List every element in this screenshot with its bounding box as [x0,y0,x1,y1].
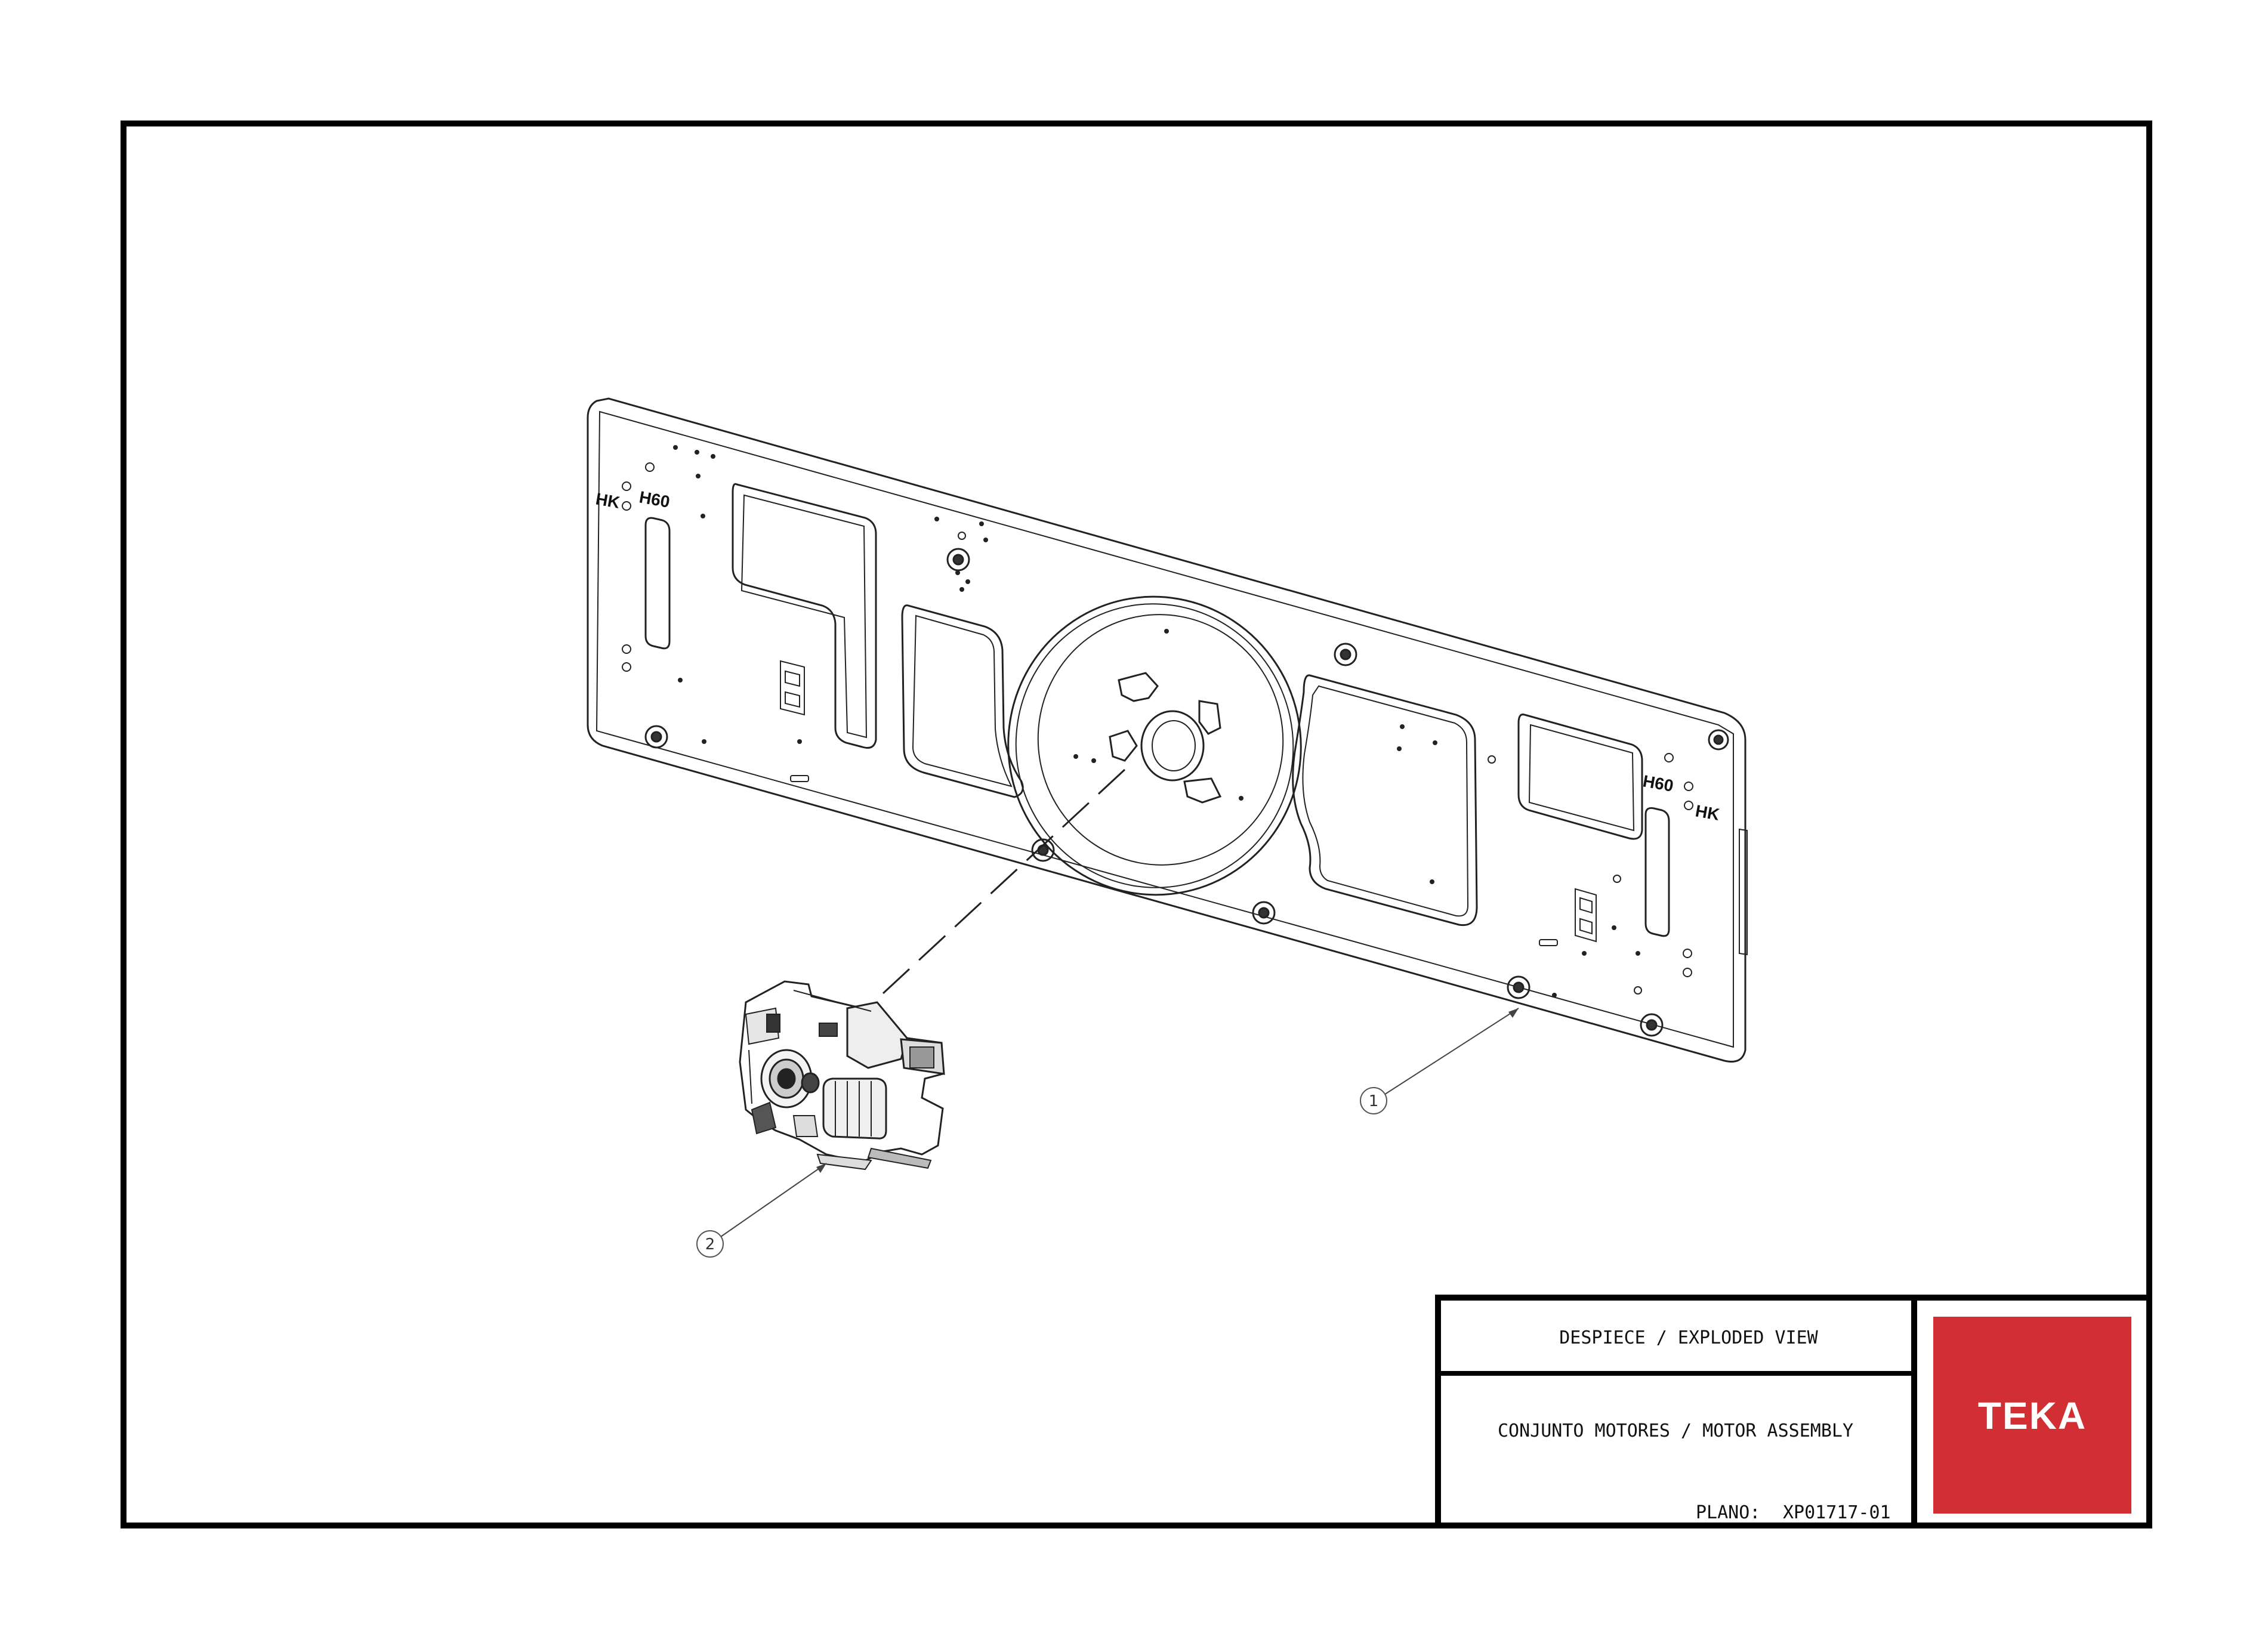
hub-clip-top [1118,672,1159,702]
left-slot [644,517,671,650]
right-slot [1644,807,1670,937]
plate-pinholes [673,445,1640,998]
motor-seat-outer [1007,595,1302,896]
plan-number: XP01717-01 [1783,1502,1891,1523]
brand-logo-text: TEKA [1978,1394,2087,1437]
mounting-grommets [644,548,1729,1037]
plan-label: PLANO: [1696,1502,1760,1523]
plate-side-tab [1739,828,1748,956]
motor-coil [822,1077,887,1140]
balloon-2 [696,1230,724,1258]
plate-mark-left-h60: H60 [638,487,671,511]
motor-seat-inner [1037,614,1284,866]
right-kidney-cutout [1292,674,1478,927]
back-plate-part-1 [587,397,1748,1063]
balloon-1 [1360,1087,1387,1114]
balloon-1-number: 1 [1369,1092,1379,1110]
balloon-2-number: 2 [705,1236,715,1253]
assembly-axis [882,768,1126,995]
brand-logo-box [1933,1317,2131,1514]
right-window [1517,714,1643,840]
plate-mark-right-hk: HK [1694,801,1721,824]
sheet-frame [121,121,2152,1528]
leader-line-2 [718,1163,827,1239]
plate-inner-edge [595,410,1734,1048]
title-block: DESPIECE / EXPLODED VIEW CONJUNTO MOTORE… [1435,1295,2152,1528]
plate-mark-left-hk: HK [594,489,621,512]
right-bracket [1575,888,1597,943]
motor-seat-rim [1015,603,1294,888]
mid-left-cutout [901,604,1024,798]
left-l-cutout [732,483,877,749]
motor-part-2 [739,980,945,1171]
hub-clip-left [1109,730,1138,762]
view-label: DESPIECE / EXPLODED VIEW [1559,1327,1818,1348]
hub-clip-bottom [1183,777,1222,804]
hub-outer [1140,710,1205,782]
plate-outline [587,397,1746,1063]
assembly-label: CONJUNTO MOTORES / MOTOR ASSEMBLY [1498,1421,1853,1441]
plate-mark-right-h60: H60 [1641,771,1675,795]
hub-clip-right [1198,700,1221,735]
plate-holes [622,462,1693,995]
hub-inner [1152,720,1196,771]
leader-line-1 [1381,1008,1519,1097]
left-bracket [780,660,805,716]
